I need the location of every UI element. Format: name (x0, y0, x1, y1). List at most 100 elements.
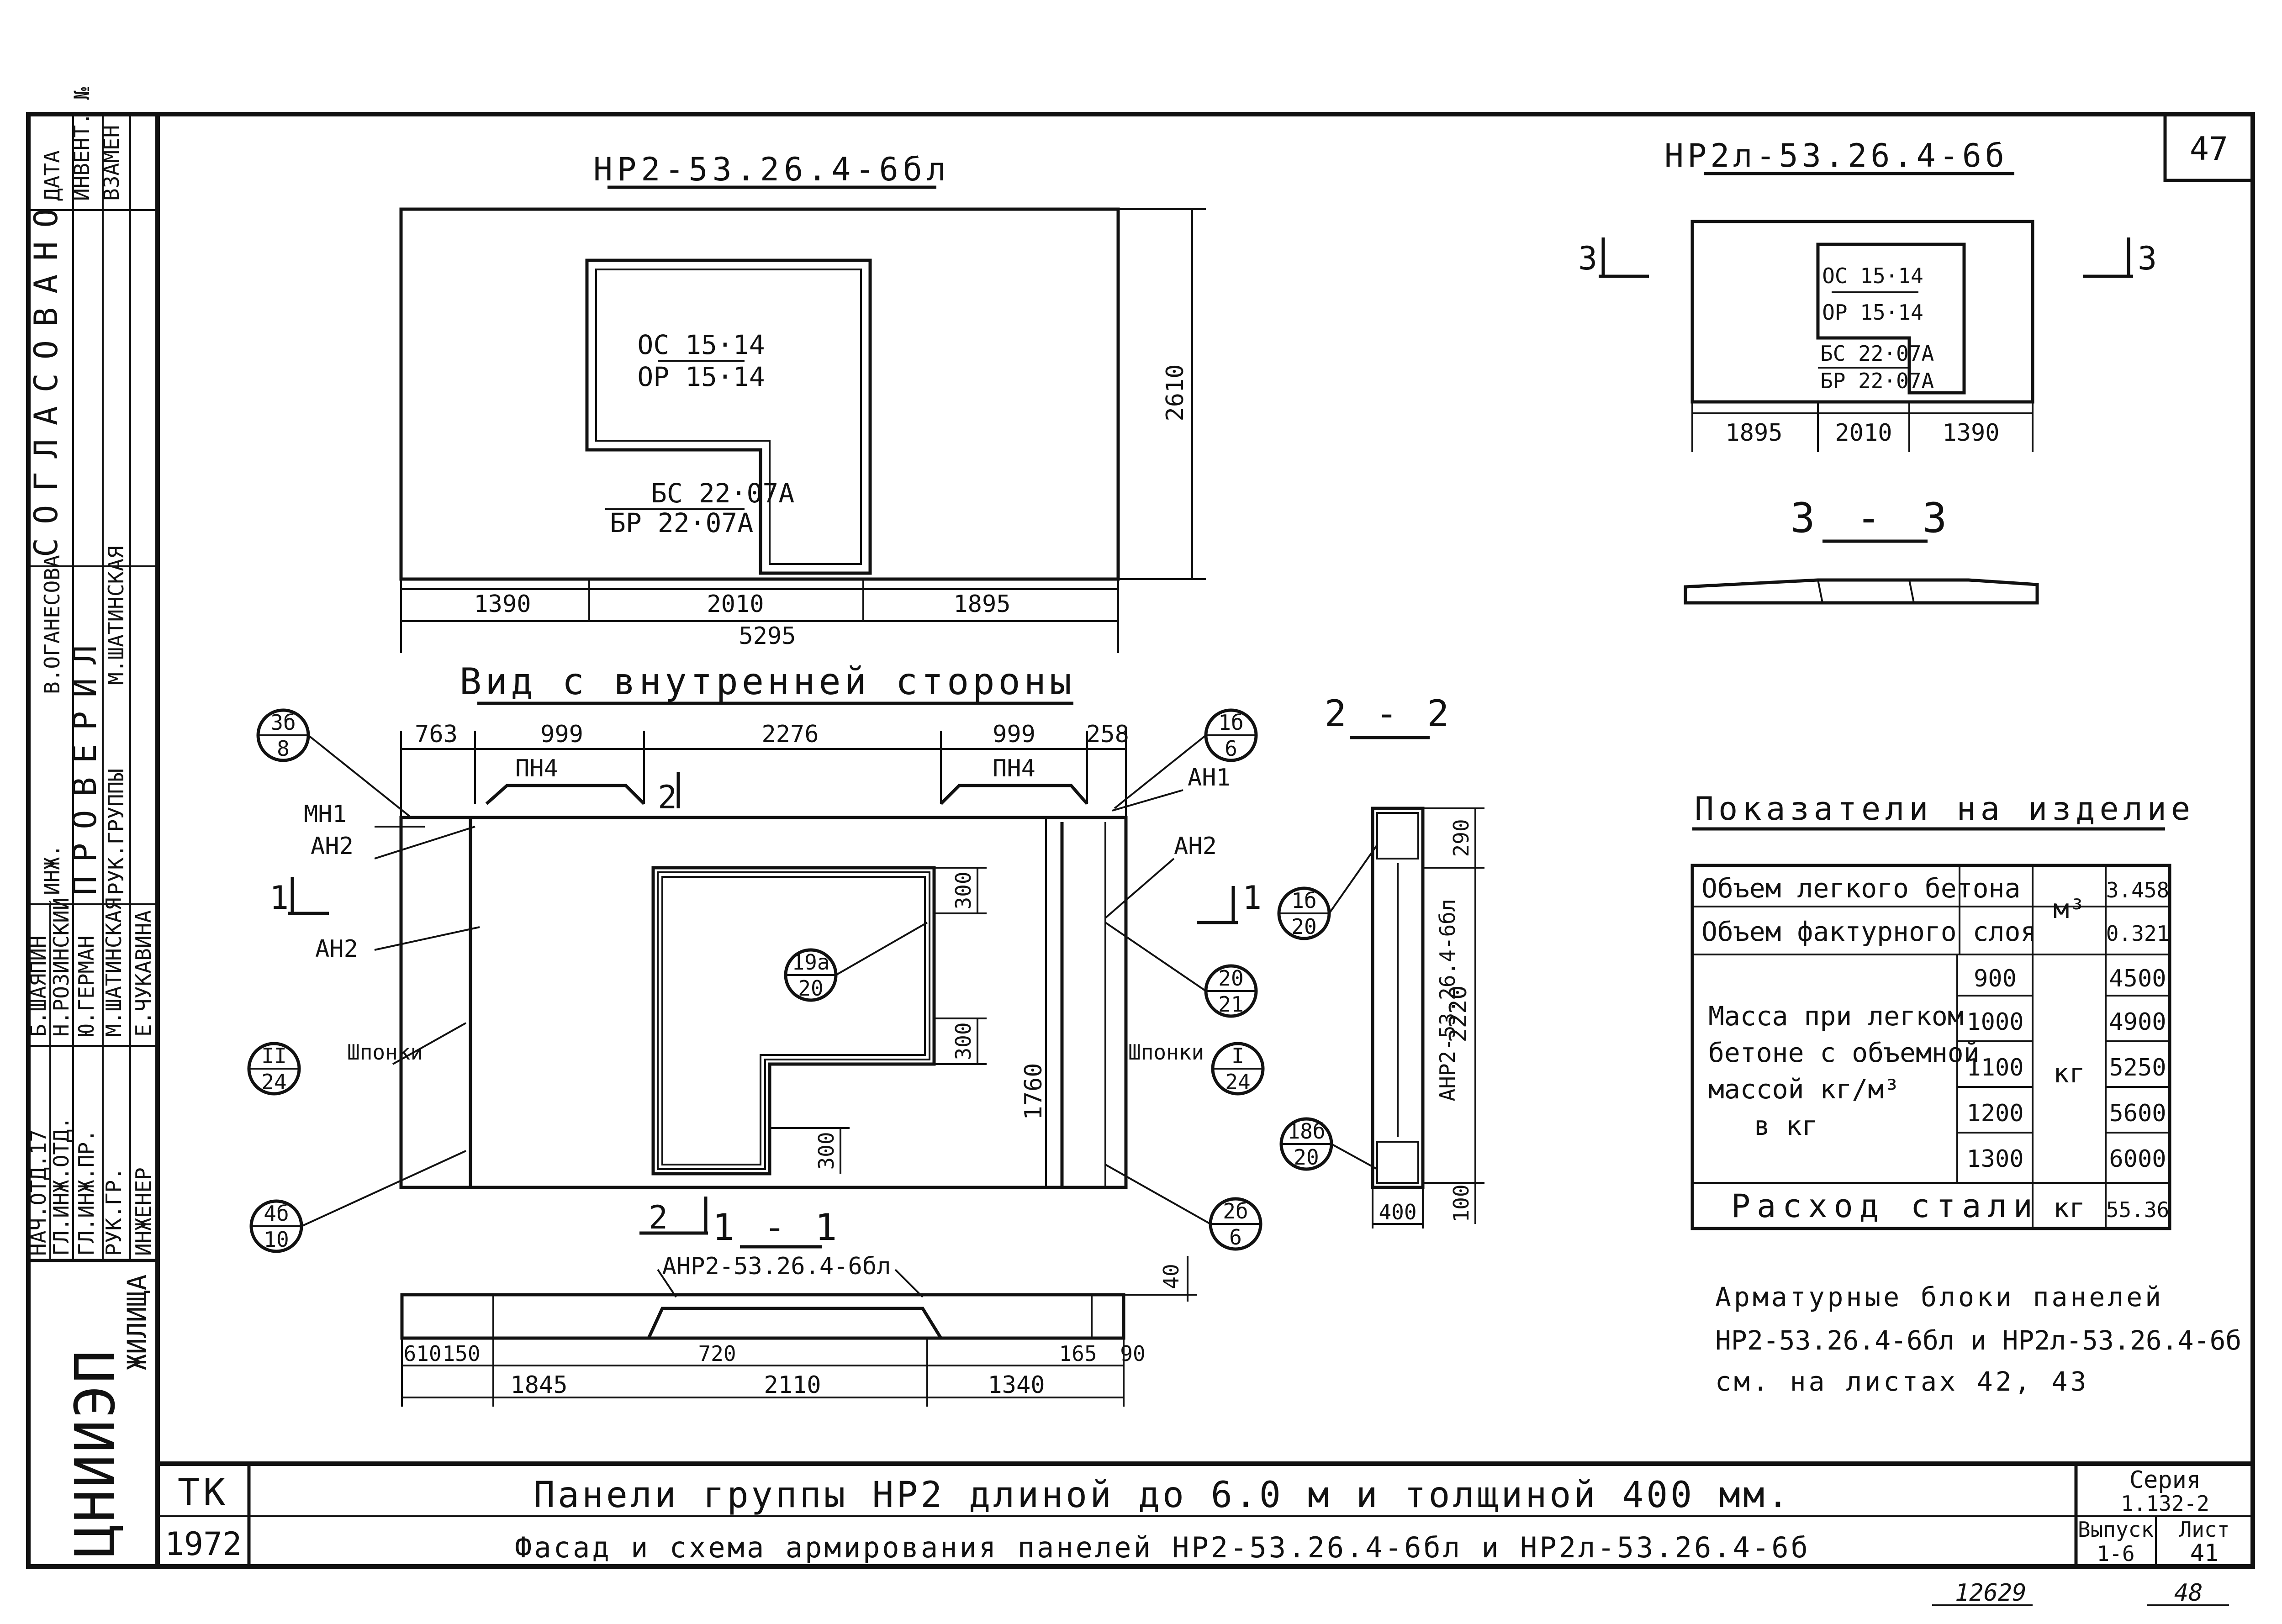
small-plan: НР2л-53.26.4-6б ОС 15·14 ОР 15·14 БС 22·… (1578, 137, 2157, 452)
stamp-col-replace: ВЗАМЕН (99, 125, 124, 201)
stamp-name-5: Е.ЧУКАВИНА (131, 910, 156, 1037)
stamp-org: ЦНИИЭП (64, 1349, 127, 1557)
section-1-1: 1 - 1 АНР2-53.26.4-6бл 610 150 720 165 9… (400, 1206, 1197, 1407)
small-mark-4: БР 22·07А (1820, 369, 1934, 393)
inner-dim-300-1: 300 (951, 871, 976, 909)
note: Арматурные блоки панелей НР2-53.26.4-6бл… (1715, 1281, 2241, 1397)
stamp-col-date: ДАТА (40, 150, 64, 201)
ind-density-4: 1200 (1966, 1100, 2023, 1127)
tb-year: 1972 (165, 1525, 242, 1563)
plan-dim-total: 5295 (739, 622, 796, 650)
tb-list-label: Лист (2179, 1517, 2230, 1542)
inner-title: Вид с внутренней стороны (460, 660, 1075, 703)
s22-dim-2220: 2220 (1445, 985, 1472, 1042)
plan-dim-height: 2610 (1162, 364, 1189, 421)
cut-2-top: 2 (658, 779, 677, 816)
stamp-name-4: М.ШАТИНСКАЯ (101, 897, 126, 1037)
cut-1-right: 1 (1242, 879, 1262, 917)
page-number: 48 (2174, 1579, 2203, 1607)
note-line-3: см. на листах 42, 43 (1715, 1366, 2089, 1397)
inner-dim-1: 763 (415, 721, 458, 748)
inner-pn4-right: ПН4 (993, 755, 1035, 782)
ind-row1-name: Объем легкого бетона (1701, 873, 2020, 904)
section-33-title: 3 - 3 (1791, 494, 1955, 542)
s22-circle-2-top: 18б (1287, 1119, 1325, 1144)
s11-dim-1340: 1340 (988, 1371, 1045, 1399)
ind-density-3: 1100 (1966, 1054, 2023, 1081)
s11-dim-90: 90 (1120, 1341, 1145, 1366)
circle-3b-bottom: 8 (277, 736, 290, 761)
ind-steel-name: Расход стали (1731, 1187, 2039, 1225)
inner-shponki-right: Шпонки (1128, 1040, 1204, 1065)
left-stamp: ДАТА ИНВЕНТ. № ВЗАМЕН СОГЛАСОВАНО В.ОГАН… (26, 87, 158, 1557)
stamp-role-1: НАЧ.ОТД.17 (26, 1129, 51, 1256)
tb-list: 41 (2190, 1540, 2219, 1567)
indicators-title: Показатели на изделие (1695, 790, 2195, 828)
ind-mass-2: 4900 (2109, 1008, 2166, 1036)
tb-vyp: 1-6 (2097, 1541, 2134, 1566)
tb-tk: ТК (178, 1471, 229, 1513)
circle-1b-top: 1б (1218, 710, 1243, 735)
small-dim-1: 1895 (1725, 419, 1782, 447)
inner-pn4-left: ПН4 (515, 755, 558, 782)
sheet-number: 47 (2190, 130, 2228, 168)
circle-2b-top: 2б (1223, 1199, 1248, 1223)
plan-panel-outline (399, 207, 1120, 581)
inner-mn1: МН1 (304, 801, 347, 828)
plan-dim-3: 1895 (953, 591, 1010, 618)
small-dim-3: 1390 (1942, 419, 1999, 447)
plan-top-mark-2: ОР 15·14 (637, 361, 765, 392)
circle-4b-top: 4б (264, 1201, 289, 1226)
small-plan-opening (1816, 243, 1966, 395)
stamp-upper-role: ИНЖ. (40, 844, 64, 895)
inner-an2-b: АН2 (315, 935, 358, 963)
s22-circle-1-bottom: 20 (1291, 914, 1316, 939)
ind-steel-unit: кг (2053, 1192, 2085, 1223)
s22-circle-1-top: 1б (1291, 888, 1316, 913)
ind-mass-label-2: бетоне с объемной (1708, 1037, 1980, 1068)
stamp-role-2: ГЛ.ИНЖ.ОТД. (49, 1117, 74, 1256)
ind-mass-1: 4500 (2109, 965, 2166, 992)
circle-3b-top: 3б (270, 710, 296, 735)
circle-20-top: 20 (1218, 966, 1243, 991)
plan-opening (585, 258, 872, 575)
cut-1-left: 1 (269, 879, 289, 917)
inner-dim-300-2: 300 (951, 1022, 976, 1060)
section-11-title: 1 - 1 (713, 1206, 841, 1249)
ind-row1-val: 3.458 (2106, 878, 2169, 902)
inner-view: Вид с внутренней стороны 763 999 2276 99… (247, 660, 1265, 1253)
ind-density-1: 900 (1974, 965, 2017, 992)
circle-1b-bottom: 6 (1225, 736, 1237, 761)
plan-dim-1: 1390 (474, 591, 531, 618)
s22-dim-400: 400 (1379, 1200, 1416, 1224)
inner-shponki-left: Шпонки (347, 1040, 423, 1065)
stamp-col-inv: ИНВЕНТ. № (69, 87, 94, 201)
stamp-name-1: Б.ШАЯПИН (26, 935, 51, 1037)
section-11-label: АНР2-53.26.4-6бл (662, 1253, 891, 1280)
tb-seria: 1.132-2 (2121, 1491, 2209, 1516)
s11-dim-610: 610 (403, 1341, 441, 1366)
inner-dim-2: 999 (540, 721, 583, 748)
stamp-name-3: Ю.ГЕРМАН (74, 935, 99, 1037)
plan-top-mark-1: ОС 15·14 (637, 329, 765, 360)
sheet-frame (26, 112, 2255, 1569)
circle-I-top: I (1231, 1044, 1244, 1068)
ind-mass-unit: кг (2053, 1058, 2085, 1089)
inner-an2-a: АН2 (311, 833, 354, 860)
plan-low-mark-1: БС 22·07А (651, 478, 794, 509)
small-plan-outline (1690, 220, 2034, 404)
inner-dim-1760: 1760 (1020, 1063, 1047, 1120)
s22-circle-2-bottom: 20 (1294, 1145, 1319, 1170)
inner-dim-3: 2276 (761, 721, 819, 748)
s11-dim-165: 165 (1059, 1341, 1097, 1366)
s11-dim-1845: 1845 (510, 1371, 567, 1399)
small-mark-2: ОР 15·14 (1822, 300, 1923, 325)
plan-low-mark-2: БР 22·07А (610, 507, 753, 538)
circle-19a-bottom: 20 (798, 976, 823, 1001)
ind-steel-val: 55.36 (2106, 1197, 2169, 1222)
cut-2-bottom: 2 (649, 1199, 668, 1236)
inv-number: 12629 (1955, 1579, 2027, 1607)
small-dim-2: 2010 (1835, 419, 1892, 447)
note-line-1: Арматурные блоки панелей (1715, 1281, 2164, 1313)
ind-row1-unit: м³ (2053, 893, 2085, 924)
